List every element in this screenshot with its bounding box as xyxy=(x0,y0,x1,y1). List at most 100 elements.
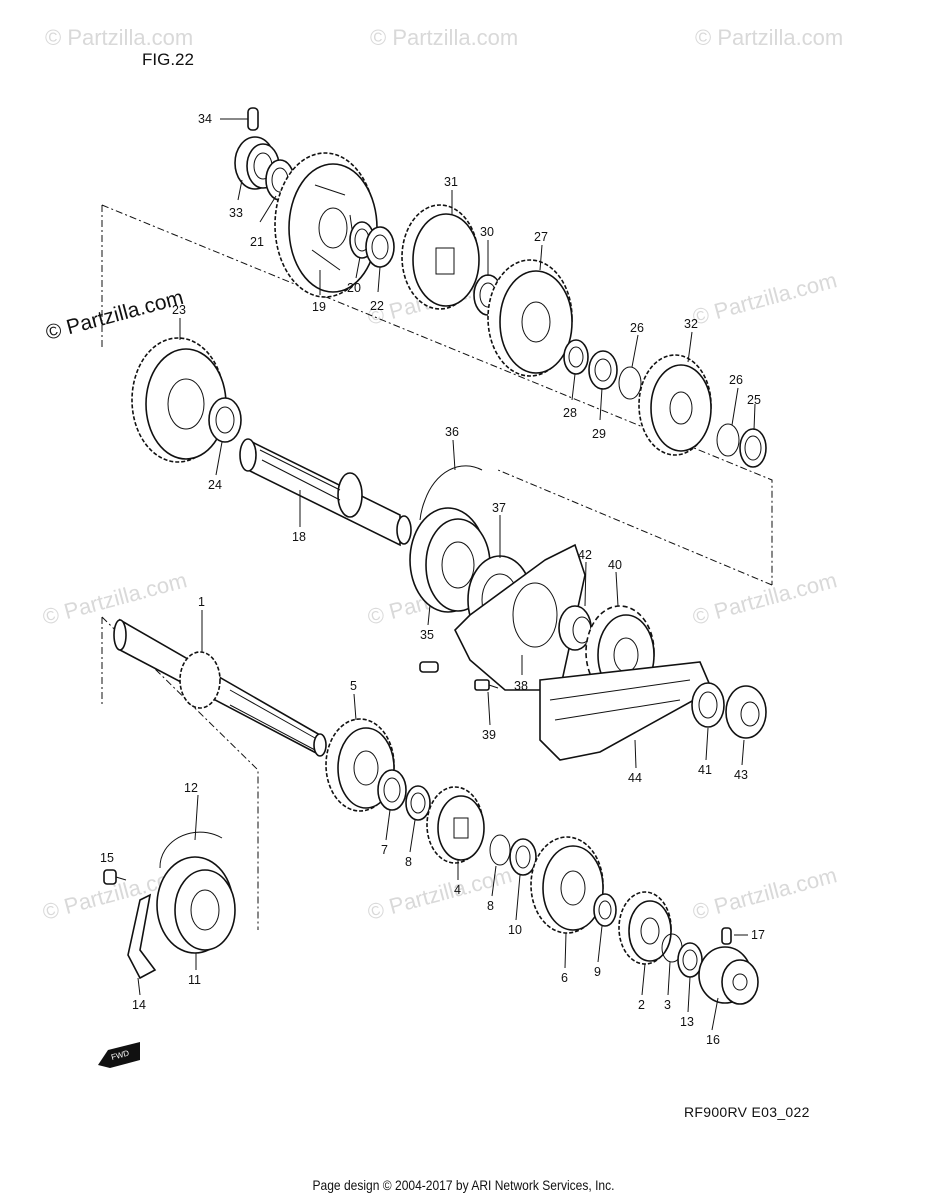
gear-2 xyxy=(618,891,672,965)
callout-44: 44 xyxy=(628,771,642,785)
callout-25: 25 xyxy=(747,393,761,407)
circlip-26 xyxy=(618,366,642,400)
callout-20: 20 xyxy=(347,281,361,295)
callout-38: 38 xyxy=(514,679,528,693)
callout-15: 15 xyxy=(100,851,114,865)
circlip-26b xyxy=(716,423,740,457)
callout-2: 2 xyxy=(638,998,645,1012)
nut-43 xyxy=(725,685,767,739)
bolt-15 xyxy=(103,869,127,885)
gear-31 xyxy=(401,204,480,310)
callout-28: 28 xyxy=(563,406,577,420)
callout-34: 34 xyxy=(198,112,212,126)
bushing-16 xyxy=(698,946,759,1005)
callout-17: 17 xyxy=(751,928,765,942)
bushing-7 xyxy=(377,769,407,811)
callout-5: 5 xyxy=(350,679,357,693)
callout-30: 30 xyxy=(480,225,494,239)
driveshaft-1 xyxy=(113,618,327,757)
callout-39: 39 xyxy=(482,728,496,742)
callout-12: 12 xyxy=(184,781,198,795)
callout-26: 26 xyxy=(630,321,644,335)
watermark-main: © Partzilla.com xyxy=(43,286,186,345)
watermark: © Partzilla.com xyxy=(690,267,840,330)
callout-8: 8 xyxy=(405,855,412,869)
watermark: © Partzilla.com xyxy=(40,567,190,630)
gear-27 xyxy=(487,259,573,377)
callout-41: 41 xyxy=(698,763,712,777)
callout-11: 11 xyxy=(188,973,201,987)
callout-24: 24 xyxy=(208,478,222,492)
pin-17 xyxy=(721,927,732,945)
figure-label: FIG.22 xyxy=(142,50,194,69)
callout-21: 21 xyxy=(250,235,264,249)
retainer-14 xyxy=(127,893,157,980)
callout-43: 43 xyxy=(734,768,748,782)
callout-18: 18 xyxy=(292,530,306,544)
callout-6: 6 xyxy=(561,971,568,985)
countershaft-18 xyxy=(239,438,412,547)
callout-numbers: 34 33 21 19 20 22 31 30 27 28 29 26 32 2… xyxy=(100,112,765,1047)
callout-7: 7 xyxy=(381,843,388,857)
callout-4: 4 xyxy=(454,883,461,897)
chain-44 xyxy=(539,661,714,761)
callout-35: 35 xyxy=(420,628,434,642)
washer-29 xyxy=(588,350,618,390)
callout-31: 31 xyxy=(444,175,458,189)
bearing-11 xyxy=(156,856,236,954)
watermark: © Partzilla.com xyxy=(690,567,840,630)
callout-14: 14 xyxy=(132,998,146,1012)
leader-lines xyxy=(137,118,756,1031)
callout-23: 23 xyxy=(172,303,186,317)
callout-37: 37 xyxy=(492,501,506,515)
callout-8b: 8 xyxy=(487,899,494,913)
washer-10 xyxy=(509,838,537,876)
circlip-8b xyxy=(489,834,511,866)
callout-16: 16 xyxy=(706,1033,720,1047)
callout-9: 9 xyxy=(594,965,601,979)
washer-8 xyxy=(405,785,431,821)
gear-6 xyxy=(530,836,604,934)
gear-32 xyxy=(638,354,712,456)
callout-29: 29 xyxy=(592,427,606,441)
callout-36: 36 xyxy=(445,425,459,439)
bolt-39 xyxy=(474,679,499,691)
circlip-36 xyxy=(419,465,483,521)
circlip-12 xyxy=(159,831,223,869)
fwd-arrow-icon: FWD xyxy=(98,1042,140,1068)
callout-26b: 26 xyxy=(729,373,743,387)
washer-22 xyxy=(365,226,395,268)
gear-4 xyxy=(426,786,485,864)
callout-13: 13 xyxy=(680,1015,694,1029)
diagram-code: RF900RV E03_022 xyxy=(684,1104,810,1120)
callout-27: 27 xyxy=(534,230,548,244)
gear-19 xyxy=(274,152,378,298)
bearing-35 xyxy=(409,507,491,613)
callout-33: 33 xyxy=(229,206,243,220)
plate-38 xyxy=(419,543,586,691)
bushing-9 xyxy=(593,893,617,927)
bushing-24 xyxy=(208,397,242,443)
washer-41 xyxy=(691,682,725,728)
bushing-28 xyxy=(563,339,589,375)
callout-42: 42 xyxy=(578,548,592,562)
callout-3: 3 xyxy=(664,998,671,1012)
callout-19: 19 xyxy=(312,300,326,314)
watermark: © Partzilla.com xyxy=(690,862,840,925)
driveshaft-frame xyxy=(101,616,259,930)
watermark: © Partzilla.com xyxy=(45,25,193,50)
footer-copyright: Page design © 2004-2017 by ARI Network S… xyxy=(312,1177,615,1193)
callout-1: 1 xyxy=(198,595,205,609)
gear-23 xyxy=(131,337,227,463)
pin-34 xyxy=(247,107,259,131)
callout-22: 22 xyxy=(370,299,384,313)
callout-40: 40 xyxy=(608,558,622,572)
callout-32: 32 xyxy=(684,317,698,331)
callout-10: 10 xyxy=(508,923,522,937)
spacer-42 xyxy=(558,605,592,651)
washer-25 xyxy=(739,428,767,468)
watermark: © Partzilla.com xyxy=(695,25,843,50)
watermark: © Partzilla.com xyxy=(370,25,518,50)
